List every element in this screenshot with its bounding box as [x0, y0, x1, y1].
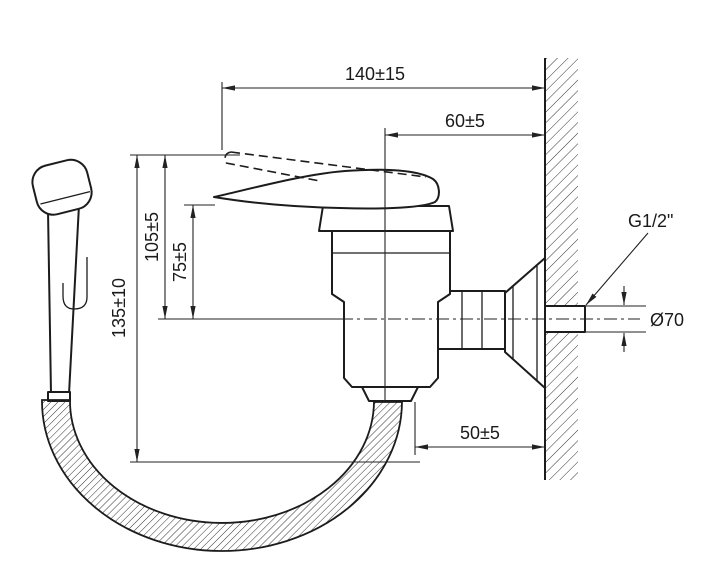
dimension-105 [158, 155, 340, 320]
hose-outlet-nut [361, 386, 419, 402]
shower-hose [41, 399, 403, 552]
lever-handle [213, 168, 440, 210]
wall-hatch [546, 58, 578, 480]
cartridge-cap [318, 205, 454, 232]
dim-label-75: 75±5 [170, 242, 190, 282]
hand-shower-head [31, 158, 93, 216]
thread-label: G1/2" [628, 211, 673, 231]
hand-shower [31, 158, 93, 402]
dim-label-50: 50±5 [460, 423, 500, 443]
dimension-50 [414, 402, 545, 455]
escutcheon-cone [504, 257, 546, 389]
lever-handle-raised-dashed [224, 151, 427, 182]
dim-label-135: 135±10 [109, 278, 129, 338]
dim-label-105: 105±5 [142, 212, 162, 262]
thread-leader-line [585, 232, 649, 306]
dimension-75 [184, 204, 215, 319]
dim-label-60: 60±5 [445, 111, 485, 131]
holder-hook [62, 257, 88, 310]
wall-section [544, 58, 578, 480]
dimension-labels: 140±15 60±5 50±5 135±10 105±5 75±5 G1/2"… [109, 64, 684, 443]
dimension-60 [384, 128, 545, 400]
mixer-body [331, 230, 451, 388]
dimension-135 [130, 154, 420, 463]
connector-nut [437, 290, 506, 350]
dim-label-140: 140±15 [345, 64, 405, 84]
mixer-assembly [213, 151, 586, 402]
dimension-140 [221, 82, 545, 150]
dimension-lines [130, 82, 649, 463]
dimension-diameter-70 [585, 286, 646, 352]
diameter-label: Ø70 [650, 310, 684, 330]
